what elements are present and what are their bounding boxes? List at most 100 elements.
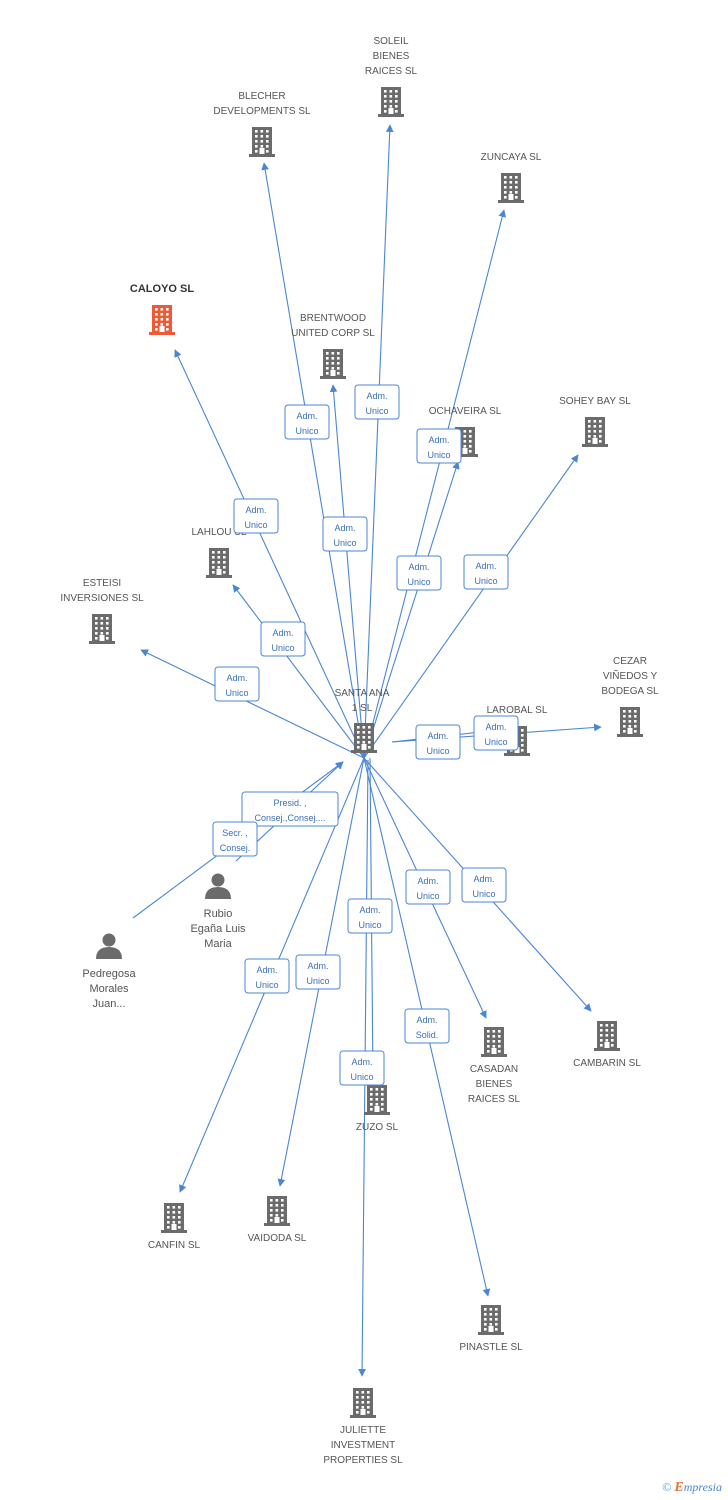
badge-text: Adm. (427, 731, 448, 741)
building-icon (320, 349, 346, 379)
badge-text: Solid. (416, 1030, 439, 1040)
person-icon (96, 933, 122, 959)
edge-santa-zuncaya (363, 209, 507, 759)
badge-text: Adm. (416, 1015, 437, 1025)
badge-text: Adm. (473, 874, 494, 884)
badge-text: Adm. (226, 673, 247, 683)
relation-badge[interactable]: Adm.Unico (415, 724, 461, 760)
edge-santa-brentwood (329, 384, 365, 759)
badge-text: Unico (416, 891, 439, 901)
building-icon (498, 173, 524, 203)
relation-badge[interactable]: Adm. Unico (214, 666, 260, 702)
node-label-line: CANFIN SL (148, 1240, 201, 1251)
badge-text: Unico (225, 688, 248, 698)
badge-text: Unico (244, 520, 267, 530)
edge-santa-sohey (363, 454, 579, 759)
relation-badge[interactable]: Adm.Unico (233, 498, 279, 534)
company-node-zuncaya[interactable]: ZUNCAYA SL (481, 152, 542, 203)
node-label-line: CEZAR (613, 656, 647, 667)
person-node-pedregosa[interactable]: PedregosaMoralesJuan... (82, 933, 136, 1011)
relation-badge[interactable]: Adm.Unico (284, 404, 330, 440)
node-label-line: Egaña Luis (190, 923, 246, 935)
brand-name: mpresia (683, 1480, 722, 1494)
node-label-line: DEVELOPMENTS SL (213, 106, 311, 117)
node-label-line: CAMBARIN SL (573, 1058, 641, 1069)
node-label-line: ESTEISI (83, 578, 121, 589)
badge-text: Secr. , (222, 828, 248, 838)
relation-badge[interactable]: Adm. Unico (295, 954, 341, 990)
relation-badge[interactable]: Secr. , Consej. (212, 821, 258, 857)
node-label-line: LAHLOU SL (191, 527, 246, 538)
badge-text: Unico (407, 577, 430, 587)
node-label-line: CASADAN (470, 1064, 518, 1075)
relation-badge[interactable]: Adm.Unico (463, 554, 509, 590)
company-node-lahlou[interactable]: LAHLOU SL (191, 527, 247, 578)
badge-text: Adm. (256, 965, 277, 975)
badge-text: Adm. (359, 905, 380, 915)
badge-text: Adm. (366, 391, 387, 401)
relation-badge[interactable]: Adm.Unico (347, 898, 393, 934)
relation-badge[interactable]: Adm. Unico (244, 958, 290, 994)
building-icon (582, 417, 608, 447)
company-node-pinastle[interactable]: PINASTLE SL (459, 1305, 523, 1353)
building-icon (249, 127, 275, 157)
badge-text: Unico (271, 643, 294, 653)
edge-santa-lahlou (232, 584, 365, 759)
badge-text: Consej.,Consej.... (254, 813, 325, 823)
node-label-line: SANTA ANA (335, 688, 390, 699)
badge-text: Unico (474, 576, 497, 586)
relation-badge[interactable]: Adm.Unico (416, 428, 462, 464)
badge-text: Adm. (307, 961, 328, 971)
edge-santa-caloyo (174, 349, 365, 759)
badge-text: Unico (255, 980, 278, 990)
relation-badge[interactable]: Adm. Unico (354, 384, 400, 420)
node-label-line: Pedregosa (82, 968, 136, 980)
edge-santa-blecher (261, 162, 365, 759)
company-node-vaidoda[interactable]: VAIDODA SL (248, 1196, 307, 1244)
node-label-line: Maria (204, 938, 232, 950)
badge-text: Adm. (417, 876, 438, 886)
badge-text: Unico (306, 976, 329, 986)
relation-badge[interactable]: Adm.Unico (260, 621, 306, 657)
building-icon (264, 1196, 290, 1226)
relation-badge[interactable]: Adm. Unico (405, 869, 451, 905)
building-icon (364, 1085, 390, 1115)
company-node-canfin[interactable]: CANFIN SL (148, 1203, 201, 1251)
badge-text: Consej. (220, 843, 251, 853)
company-node-sohey[interactable]: SOHEY BAY SL (559, 396, 631, 447)
building-icon (481, 1027, 507, 1057)
company-node-cambarin[interactable]: CAMBARIN SL (573, 1021, 641, 1069)
relation-badge[interactable]: Adm.Unico (322, 516, 368, 552)
relation-badge[interactable]: Adm.Unico (339, 1050, 385, 1086)
relation-badge[interactable]: Adm.Unico (396, 555, 442, 591)
company-node-caloyo[interactable]: CALOYO SL (130, 283, 194, 335)
company-node-zuzo[interactable]: ZUZO SL (356, 1085, 399, 1133)
badge-text: Unico (472, 889, 495, 899)
relation-badge[interactable]: Adm. Solid. (404, 1008, 450, 1044)
node-label-line: VAIDODA SL (248, 1233, 307, 1244)
relation-badge[interactable]: Adm.Unico (473, 715, 519, 751)
node-label-line: Rubio (204, 908, 233, 920)
copyright-symbol: © (662, 1480, 672, 1494)
relation-badge[interactable]: Presid. ,Consej.,Consej.... (241, 791, 339, 827)
badge-text: Unico (333, 538, 356, 548)
brand-initial: E (674, 1480, 684, 1495)
node-label-line: Morales (89, 983, 129, 995)
node-label-line: RAICES SL (365, 66, 418, 77)
badge-text: Unico (365, 406, 388, 416)
empresia-logo[interactable]: ©Empresia (662, 1480, 722, 1496)
building-icon (378, 87, 404, 117)
badge-text: Adm. (428, 435, 449, 445)
node-label-line: BIENES (373, 51, 410, 62)
relation-badge[interactable]: Adm. Unico (461, 867, 507, 903)
